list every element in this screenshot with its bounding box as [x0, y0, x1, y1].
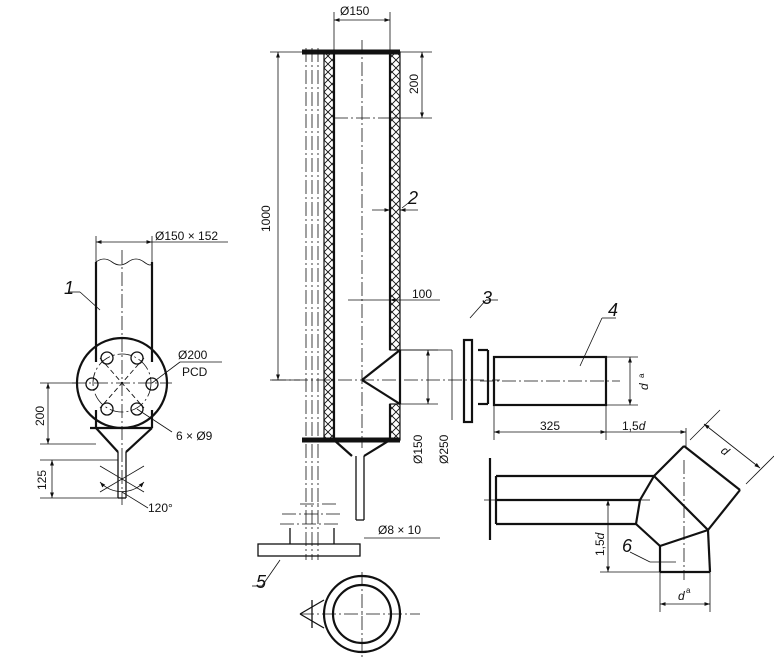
support-base: [257, 543, 361, 557]
bolt-hole: [100, 402, 114, 416]
dim-offset-100: 100: [412, 287, 432, 301]
bolt-hole: [85, 377, 99, 391]
flange-plate: [462, 338, 474, 424]
break-line: [95, 258, 153, 266]
dim-flange-150: Ø150: [411, 434, 425, 464]
bolt-hole: [100, 351, 114, 365]
left-view-sampling-head: [40, 236, 228, 509]
dim-pipe-d: d: [637, 383, 651, 390]
dim-bend-bottom-d-note: a: [686, 586, 691, 595]
dim-1-5d: 1,5d: [622, 419, 646, 433]
dim-length-1000: 1000: [259, 205, 273, 232]
bend-section: [484, 409, 774, 612]
callout-3: 3: [482, 288, 492, 308]
bolt-holes: [85, 351, 159, 416]
dim-bend-d: d: [718, 443, 732, 458]
flange-and-pipe: [462, 299, 687, 448]
dim-holes: 6 × Ø9: [176, 429, 213, 443]
dim-length-200: 200: [407, 74, 421, 94]
labels: Ø150 200 1000 100 Ø150 × 152 Ø200 PCD 6 …: [33, 4, 732, 603]
dim-flange-250: Ø250: [437, 434, 451, 464]
bolt-hole: [130, 402, 144, 416]
callout-4: 4: [608, 300, 618, 320]
dim-height-200: 200: [33, 406, 47, 426]
callout-1: 1: [64, 278, 74, 298]
insulation-right: [389, 51, 401, 351]
bolt-hole: [130, 351, 144, 365]
dim-bend-bottom-d: d: [678, 589, 685, 603]
dim-pcd-diameter: Ø200: [178, 348, 208, 362]
dim-pcd-label: PCD: [182, 365, 208, 379]
angle-arc: [99, 481, 145, 492]
dim-probe-spec: Ø8 × 10: [378, 523, 421, 537]
support-and-end-view: [252, 503, 420, 660]
callout-2: 2: [407, 188, 418, 208]
callout-5: 5: [256, 572, 267, 592]
dim-pipe-spec: Ø150 × 152: [155, 229, 218, 243]
insulation-right-lower: [389, 403, 401, 441]
dim-angle: 120°: [148, 501, 173, 515]
callout-6: 6: [622, 536, 633, 556]
dim-length-325: 325: [540, 419, 560, 433]
dim-height-125: 125: [35, 470, 49, 490]
bolt-hole: [145, 377, 159, 391]
dim-bore: Ø150: [340, 4, 370, 18]
dim-bend-1-5d: 1,5d: [593, 532, 607, 556]
insulation-left: [323, 51, 335, 441]
dim-pipe-d-note: a: [637, 373, 646, 378]
vertical-sampling-duct: [270, 12, 500, 560]
